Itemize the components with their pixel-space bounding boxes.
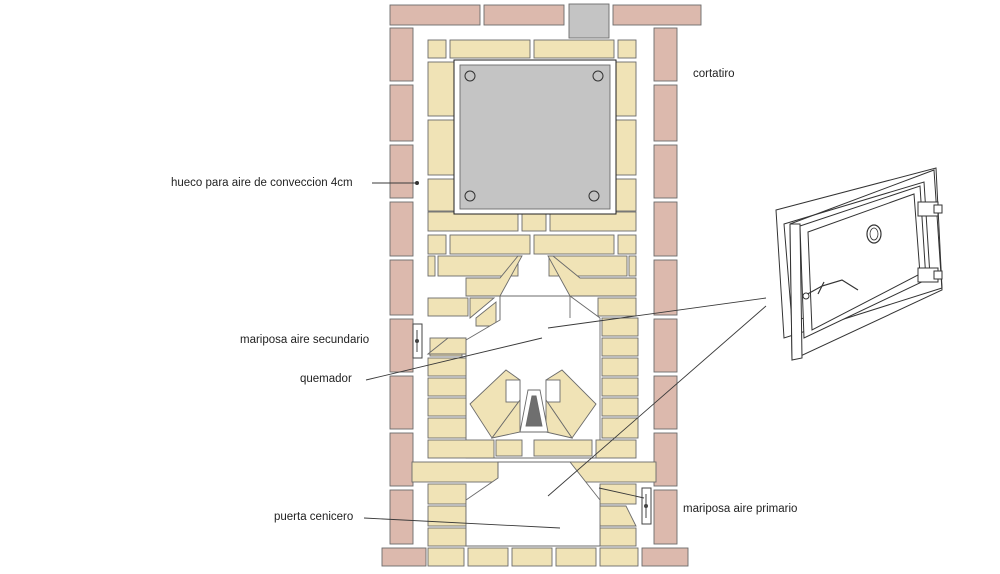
cortatiro-plate [568, 3, 610, 39]
label-secondary-air: mariposa aire secundario [240, 334, 370, 346]
label-primary-air: mariposa aire primario [683, 503, 798, 515]
firebrick-top [427, 39, 637, 277]
steel-plate [453, 59, 617, 215]
label-ash-door: puerta cenicero [274, 511, 354, 523]
firebrick-funnel [427, 255, 637, 327]
convection-gap-marker [415, 181, 419, 185]
label-cortatiro: cortatiro [693, 68, 735, 80]
label-burner: quemador [300, 373, 352, 385]
label-convection-gap: hueco para aire de conveccion 4cm [171, 177, 353, 189]
secondary-air-butterfly-icon [412, 323, 423, 359]
combustion-chamber [465, 295, 601, 459]
door-detail [775, 167, 943, 361]
red-brick-shell [381, 4, 702, 567]
leader-lines [363, 182, 767, 529]
ash-pit [411, 461, 657, 567]
primary-air-butterfly-icon [641, 487, 652, 525]
firebrick-sides [426, 317, 639, 459]
